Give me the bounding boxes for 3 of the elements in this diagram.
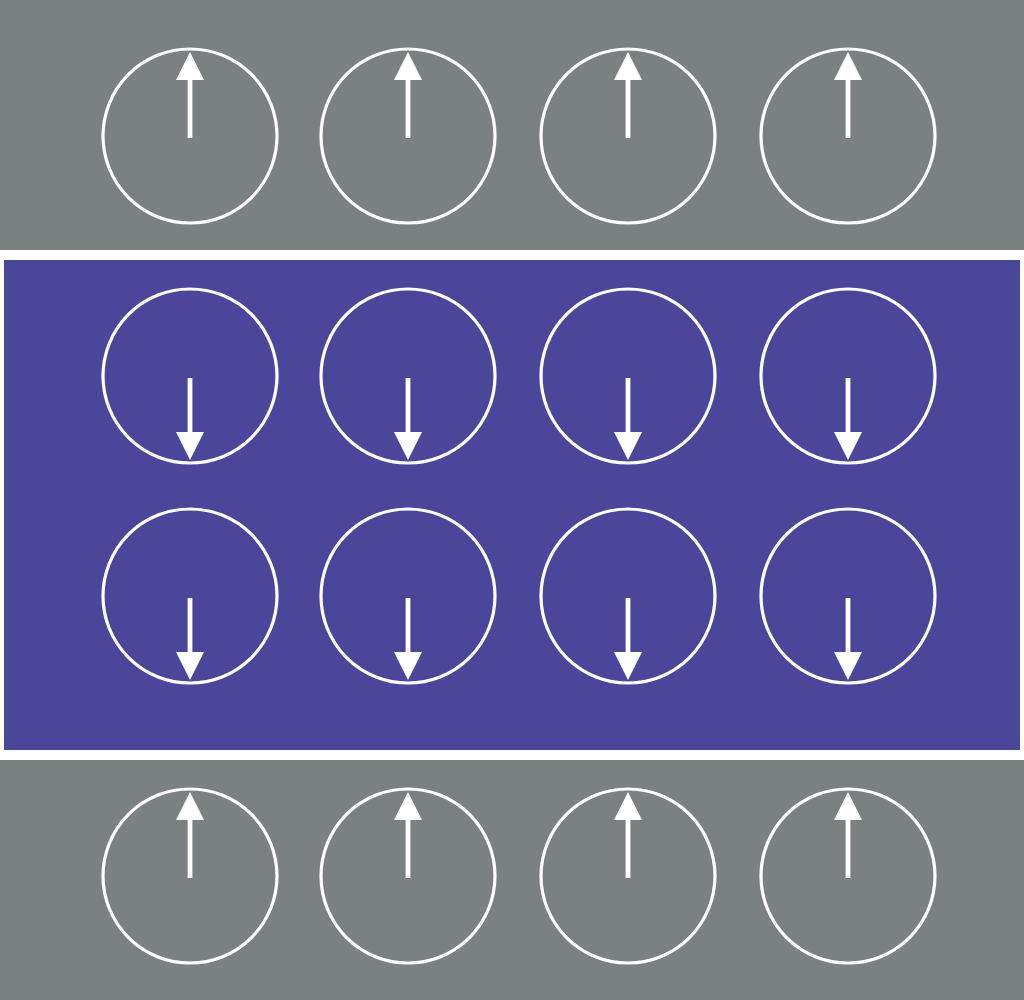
panel xyxy=(4,260,1020,750)
panel xyxy=(0,760,1024,1000)
panel xyxy=(0,0,1024,250)
